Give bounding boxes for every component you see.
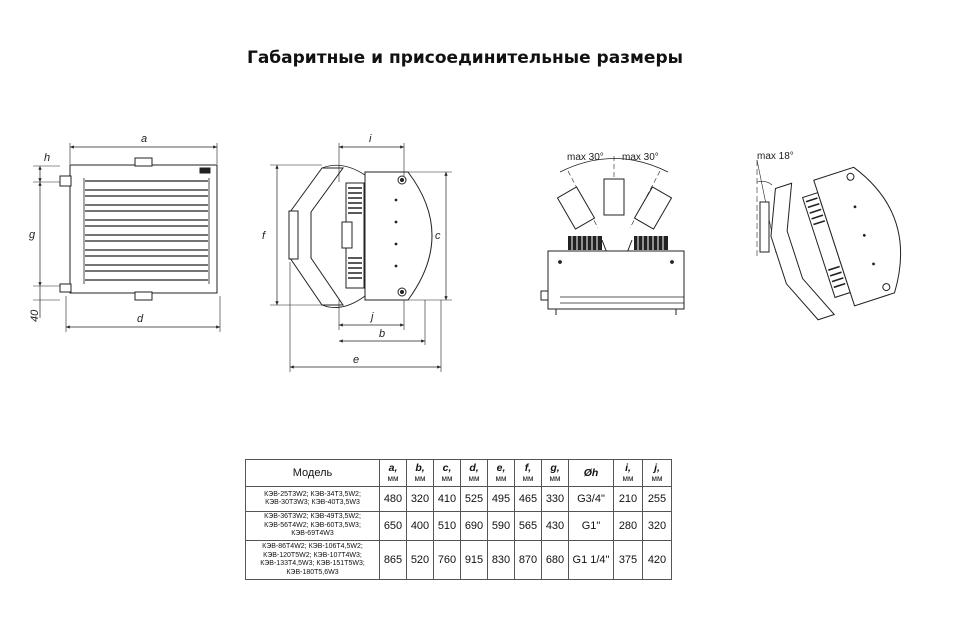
table-header-row: Модель a,мм b,мм c,мм d,мм e,мм f,мм g,м… <box>245 459 672 487</box>
dim-label-j: j <box>369 311 374 323</box>
header-j: j,мм <box>642 459 672 487</box>
cell-b: 400 <box>406 511 434 541</box>
dim-label-h: h <box>44 152 50 164</box>
dim-label-b: b <box>379 328 385 340</box>
cell-d: 525 <box>460 486 488 512</box>
cell-g: 330 <box>541 486 569 512</box>
cell-i: 280 <box>613 511 643 541</box>
angle-label-tilt: max 18° <box>757 151 794 162</box>
table-row: КЭВ-36Т3W2; КЭВ-49Т3,5W2;КЭВ-56Т4W2; КЭВ… <box>245 511 672 541</box>
header-b: b,мм <box>406 459 434 487</box>
cell-j: 320 <box>642 511 672 541</box>
header-f: f,мм <box>514 459 542 487</box>
cell-d: 915 <box>460 540 488 580</box>
front-view-drawing <box>33 143 221 332</box>
cell-a: 480 <box>379 486 407 512</box>
cell-h: G3/4" <box>568 486 614 512</box>
angle-label-left: max 30° <box>567 152 604 163</box>
cell-h: G1 1/4" <box>568 540 614 580</box>
header-g: g,мм <box>541 459 569 487</box>
cell-h: G1" <box>568 511 614 541</box>
cell-b: 520 <box>406 540 434 580</box>
cell-c: 410 <box>433 486 461 512</box>
cell-a: 650 <box>379 511 407 541</box>
rotation-view-drawing <box>540 156 685 315</box>
technical-drawings: a d h g 40 i f c <box>29 133 902 372</box>
side-view-drawing <box>270 143 452 372</box>
table-row: КЭВ-86Т4W2; КЭВ-106Т4,5W2;КЭВ-120Т5W2; К… <box>245 540 672 580</box>
dim-label-c: c <box>435 230 441 242</box>
dim-label-f: f <box>262 230 266 242</box>
tilt-view-drawing <box>756 159 902 321</box>
model-cell: КЭВ-86Т4W2; КЭВ-106Т4,5W2;КЭВ-120Т5W2; К… <box>245 540 380 580</box>
cell-j: 255 <box>642 486 672 512</box>
cell-d: 690 <box>460 511 488 541</box>
dim-label-a: a <box>141 133 147 145</box>
cell-e: 830 <box>487 540 515 580</box>
cell-f: 870 <box>514 540 542 580</box>
dim-label-g: g <box>29 229 36 241</box>
cell-j: 420 <box>642 540 672 580</box>
cell-i: 210 <box>613 486 643 512</box>
cell-f: 465 <box>514 486 542 512</box>
dim-label-40: 40 <box>29 309 41 322</box>
dimensions-table: Модель a,мм b,мм c,мм d,мм e,мм f,мм g,м… <box>245 459 672 580</box>
cell-e: 495 <box>487 486 515 512</box>
table-row: КЭВ-25Т3W2; КЭВ-34Т3,5W2;КЭВ-30Т3W3; КЭВ… <box>245 486 672 512</box>
header-a: a,мм <box>379 459 407 487</box>
cell-g: 430 <box>541 511 569 541</box>
dim-label-e: e <box>353 354 359 366</box>
cell-b: 320 <box>406 486 434 512</box>
header-e: e,мм <box>487 459 515 487</box>
cell-f: 565 <box>514 511 542 541</box>
dim-label-d: d <box>137 313 144 325</box>
angle-label-right: max 30° <box>622 152 659 163</box>
cell-c: 510 <box>433 511 461 541</box>
header-c: c,мм <box>433 459 461 487</box>
header-h: Øh <box>568 459 614 487</box>
cell-i: 375 <box>613 540 643 580</box>
model-cell: КЭВ-36Т3W2; КЭВ-49Т3,5W2;КЭВ-56Т4W2; КЭВ… <box>245 511 380 541</box>
cell-c: 760 <box>433 540 461 580</box>
cell-e: 590 <box>487 511 515 541</box>
header-d: d,мм <box>460 459 488 487</box>
model-cell: КЭВ-25Т3W2; КЭВ-34Т3,5W2;КЭВ-30Т3W3; КЭВ… <box>245 486 380 512</box>
header-i: i,мм <box>613 459 643 487</box>
header-model: Модель <box>245 459 380 487</box>
cell-a: 865 <box>379 540 407 580</box>
page-title: Габаритные и присоединительные размеры <box>246 48 684 68</box>
dim-label-i: i <box>369 133 372 145</box>
cell-g: 680 <box>541 540 569 580</box>
